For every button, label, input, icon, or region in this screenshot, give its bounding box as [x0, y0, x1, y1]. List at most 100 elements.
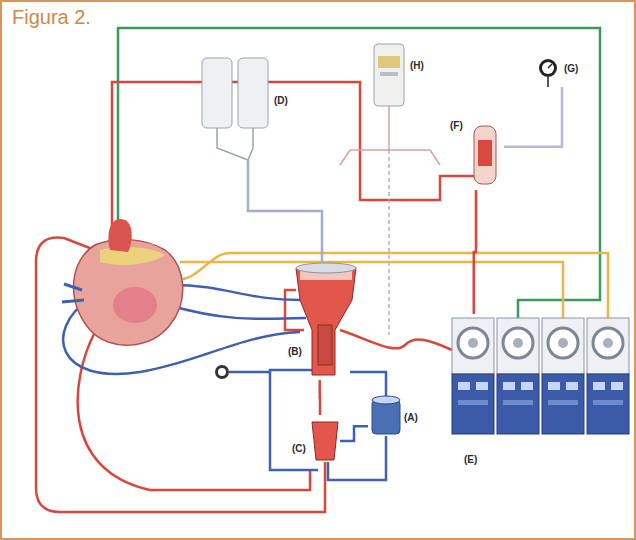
roller-pump — [476, 382, 488, 390]
red-line — [78, 332, 310, 490]
figure-title: Figura 2. — [12, 6, 91, 29]
cardioplegia-bag — [380, 72, 398, 76]
roller-pump — [611, 382, 623, 390]
cup-callout: (C) — [290, 415, 340, 467]
callout-letter: (F) — [450, 120, 463, 132]
saline-bags — [202, 58, 268, 160]
roller-pump — [593, 328, 623, 358]
arterial-filter — [474, 126, 496, 184]
tube-connector — [504, 87, 562, 147]
red-line — [340, 330, 452, 350]
roller-pump — [558, 338, 568, 348]
roller-pump — [521, 382, 533, 390]
reservoir-oxygenator — [296, 268, 356, 375]
saline-bags-callout: (D) — [198, 50, 298, 160]
roller-pumps — [452, 318, 629, 434]
heart — [108, 219, 131, 252]
callout-letter: (D) — [274, 95, 288, 107]
saline-bags — [238, 58, 268, 128]
yellow-line — [176, 253, 608, 318]
cardioplegia-line — [388, 150, 390, 335]
cardioplegia-bag — [374, 44, 404, 106]
arterial-filter — [478, 140, 492, 166]
roller-pump — [587, 318, 629, 434]
roller-pump — [587, 374, 629, 434]
roller-pump — [513, 338, 523, 348]
callout-letter: (E) — [464, 454, 477, 466]
roller-pump — [566, 382, 578, 390]
pressure-gauge — [215, 365, 229, 379]
red-line — [112, 82, 474, 238]
roller-pump — [548, 382, 560, 390]
roller-pump — [458, 328, 488, 358]
cardioplegia-line — [430, 150, 440, 165]
heart — [62, 284, 84, 302]
cardioplegia-line — [340, 106, 440, 165]
callout-letter: (B) — [288, 346, 302, 358]
roller-pump — [503, 328, 533, 358]
suction-canister — [372, 400, 400, 434]
roller-pump — [603, 338, 613, 348]
pressure-gauge — [215, 365, 229, 379]
saline-bags — [202, 58, 232, 128]
blue-line — [270, 370, 318, 470]
blue-line — [168, 305, 306, 319]
roller-pump — [452, 318, 494, 434]
roller-pump — [452, 318, 494, 374]
suction-canister — [372, 396, 400, 404]
roller-pump — [548, 400, 578, 405]
roller-pump — [468, 338, 478, 348]
tube-connector — [474, 190, 476, 314]
roller-pump — [458, 382, 470, 390]
tube-connector — [340, 426, 368, 441]
saline-bags — [217, 128, 253, 160]
roller-pump — [503, 382, 515, 390]
roller-pump — [542, 318, 584, 434]
blue-line — [328, 436, 386, 480]
callout-letter: (C) — [292, 443, 306, 455]
suction-canister — [372, 396, 400, 434]
roller-pump — [542, 318, 584, 374]
heart — [74, 239, 183, 345]
pressure-gauge — [539, 59, 557, 87]
pump-callout: (E) — [448, 314, 632, 474]
heart — [113, 287, 157, 323]
heart — [62, 219, 183, 345]
blue-line — [229, 371, 270, 374]
roller-pump — [497, 318, 539, 374]
pressure-gauge — [218, 368, 226, 376]
filter-callout: (F) — [448, 118, 504, 190]
cardioplegia-line — [388, 106, 390, 150]
roller-pump — [587, 318, 629, 374]
roller-pump — [497, 318, 539, 434]
reservoir-oxygenator — [296, 263, 356, 375]
yellow-line — [180, 262, 563, 318]
heart — [100, 247, 165, 265]
roller-pump — [497, 374, 539, 434]
cardioplegia-bag — [374, 44, 404, 106]
collection-cup — [312, 422, 338, 460]
roller-pump — [593, 382, 605, 390]
blue-line — [172, 285, 300, 300]
callout-letter: (G) — [564, 63, 578, 75]
roller-pump — [593, 400, 623, 405]
cardioplegia-line — [388, 150, 390, 335]
callout-letter: (H) — [410, 60, 424, 72]
cardioplegia-bag — [378, 56, 400, 68]
red-line — [36, 238, 325, 513]
roller-pump — [458, 400, 488, 405]
callout-letter: (A) — [404, 412, 418, 424]
reservoir-oxygenator — [296, 263, 356, 273]
cardioplegia-line — [340, 150, 350, 165]
roller-pump — [503, 400, 533, 405]
cardioplegia-line — [350, 149, 430, 151]
cardioplegia-callout: (H) — [368, 38, 436, 120]
reservoir-callout: (B) — [284, 262, 360, 380]
roller-pump — [542, 374, 584, 434]
reservoir-oxygenator — [318, 325, 332, 365]
tube-connector — [248, 160, 322, 262]
red-line — [36, 82, 474, 512]
